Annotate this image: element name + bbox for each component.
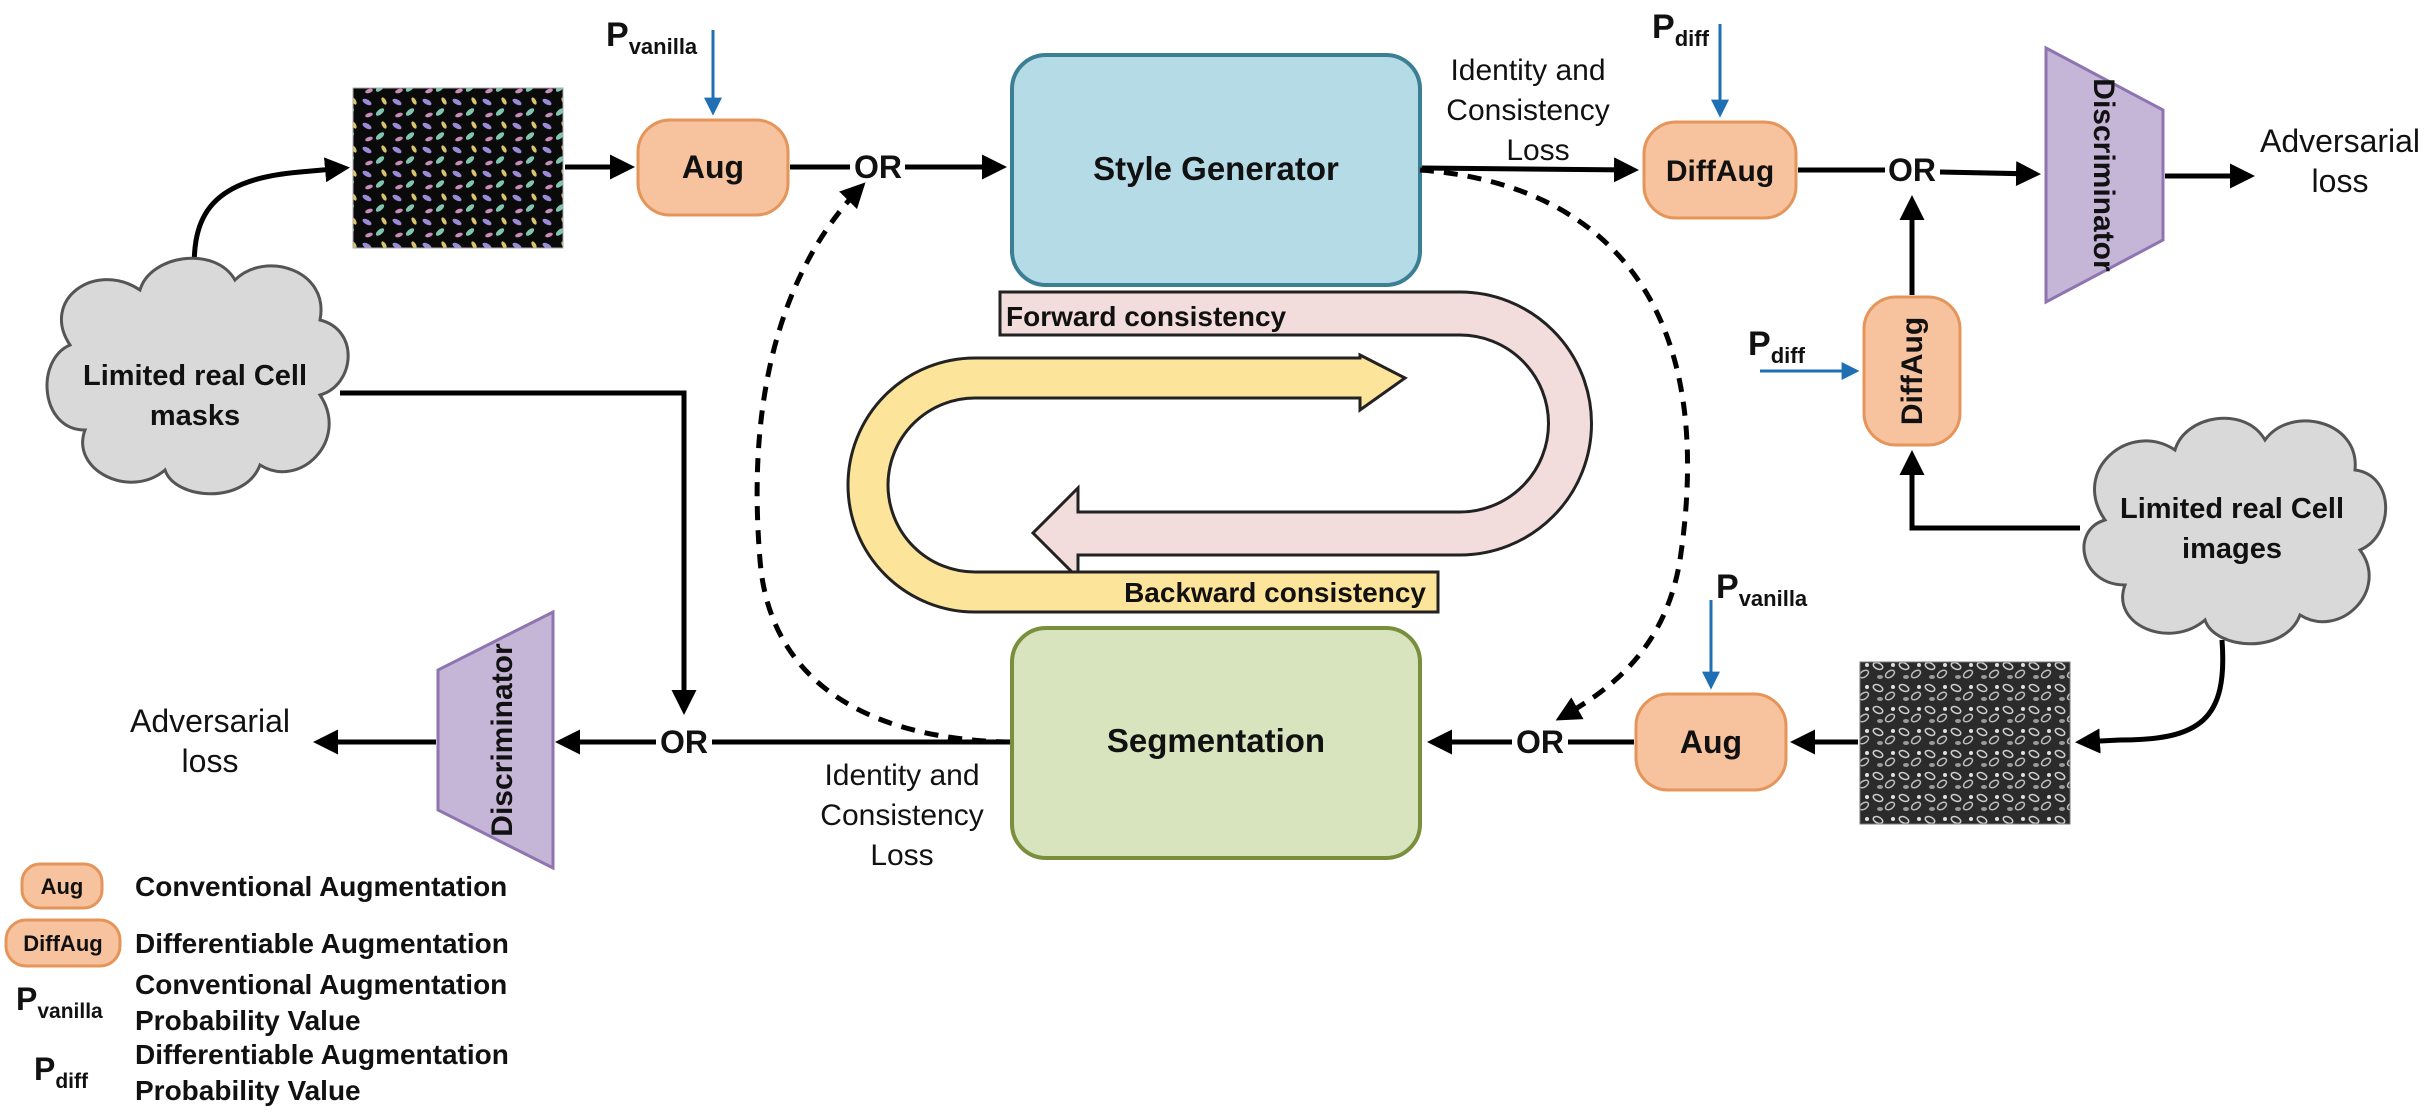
p-diff-mid-label: Pdiff (1748, 325, 1806, 368)
discriminator-bottom-node: Discriminator (436, 609, 555, 871)
legend-pvanilla-line1: Conventional Augmentation (135, 969, 507, 1000)
discriminator-top-label: Discriminator (2087, 78, 2120, 272)
legend-pdiff-symbol: Pdiff (34, 1051, 89, 1093)
identity-loss-bottom-line3: Loss (870, 839, 933, 872)
identity-loss-top-line2: Consistency (1446, 94, 1609, 127)
p-vanilla-top-label: Pvanilla (606, 16, 698, 59)
legend-diffaug-text: Differentiable Augmentation (135, 928, 509, 959)
cloud-limited-cell-masks: Limited real Cell masks (45, 256, 350, 496)
legend-aug-text: Conventional Augmentation (135, 871, 507, 902)
legend-pdiff-line2: Probability Value (135, 1075, 361, 1106)
arrow-or-to-discriminator-top (1939, 161, 2041, 187)
adversarial-loss-left-line1: Adversarial (130, 703, 290, 739)
adversarial-loss-left-line2: loss (182, 743, 239, 779)
legend-pvanilla: Pvanilla Conventional Augmentation Proba… (16, 969, 507, 1036)
or-top-right: OR (1888, 152, 1936, 188)
forward-consistency-band (998, 290, 1593, 582)
diffaug-vertical-label: DiffAug (1896, 317, 1929, 425)
p-vanilla-bottom-label: Pvanilla (1716, 568, 1808, 611)
discriminator-top-node: Discriminator (2044, 45, 2165, 305)
backward-consistency-band-main (846, 352, 1440, 614)
dashed-arrow-generator-to-seg-or (1419, 167, 1691, 721)
aug-top-node: Aug (636, 118, 790, 217)
cloud-limited-cell-images: Limited real Cell images (2082, 416, 2388, 646)
cloud-images-line1: Limited real Cell (2120, 493, 2344, 525)
or-top-left: OR (854, 149, 902, 185)
adversarial-loss-right-line2: loss (2312, 163, 2369, 199)
style-generator-label: Style Generator (1093, 150, 1339, 187)
cloud-images-line2: images (2182, 533, 2282, 565)
arrow-masks-to-or-bottom (340, 390, 697, 715)
diffaug-top-node: DiffAug (1642, 120, 1798, 220)
aug-bottom-label: Aug (1680, 724, 1742, 760)
legend-pdiff: Pdiff Differentiable Augmentation Probab… (34, 1039, 509, 1106)
image-sample-gray (1859, 661, 2071, 825)
forward-consistency-label: Forward consistency (1006, 301, 1287, 332)
or-bottom-left: OR (660, 724, 708, 760)
legend-aug: Aug Conventional Augmentation (20, 862, 507, 910)
segmentation-label: Segmentation (1107, 722, 1325, 759)
arrow-generator-to-diffaug (1421, 157, 1639, 183)
dashed-arrow-segmentation-to-gen-or (754, 182, 1011, 745)
backward-consistency-label: Backward consistency (1124, 577, 1426, 608)
cloud-masks-line2: masks (150, 400, 240, 432)
cloud-masks-line1: Limited real Cell (83, 360, 307, 392)
legend-pdiff-line1: Differentiable Augmentation (135, 1039, 509, 1070)
legend-pvanilla-line2: Probability Value (135, 1005, 361, 1036)
mask-sample-image (352, 87, 564, 249)
legend-aug-badge: Aug (41, 874, 84, 899)
legend-pvanilla-symbol: Pvanilla (16, 981, 103, 1023)
diffaug-vertical-node: DiffAug (1862, 295, 1962, 447)
segmentation-node: Segmentation (1010, 626, 1422, 860)
style-generator-node: Style Generator (1010, 53, 1422, 287)
legend-diffaug: DiffAug Differentiable Augmentation (4, 918, 509, 968)
diffaug-top-label: DiffAug (1666, 155, 1774, 188)
p-diff-top-label: Pdiff (1652, 8, 1710, 51)
adversarial-loss-right-line1: Adversarial (2260, 123, 2420, 159)
identity-loss-bottom-line1: Identity and (824, 759, 979, 792)
aug-top-label: Aug (682, 149, 744, 185)
discriminator-bottom-label: Discriminator (486, 643, 519, 837)
arrow-images-to-diffaug (1899, 450, 2080, 531)
identity-loss-bottom-line2: Consistency (820, 799, 983, 832)
legend: Aug Conventional Augmentation DiffAug Di… (4, 862, 509, 1106)
aug-bottom-node: Aug (1634, 692, 1788, 792)
or-bottom-right: OR (1516, 724, 1564, 760)
legend-diffaug-badge: DiffAug (23, 931, 102, 956)
identity-loss-top-line3: Loss (1506, 134, 1569, 167)
arrow-images-to-sample (2075, 639, 2226, 754)
identity-loss-top-line1: Identity and (1450, 54, 1605, 87)
